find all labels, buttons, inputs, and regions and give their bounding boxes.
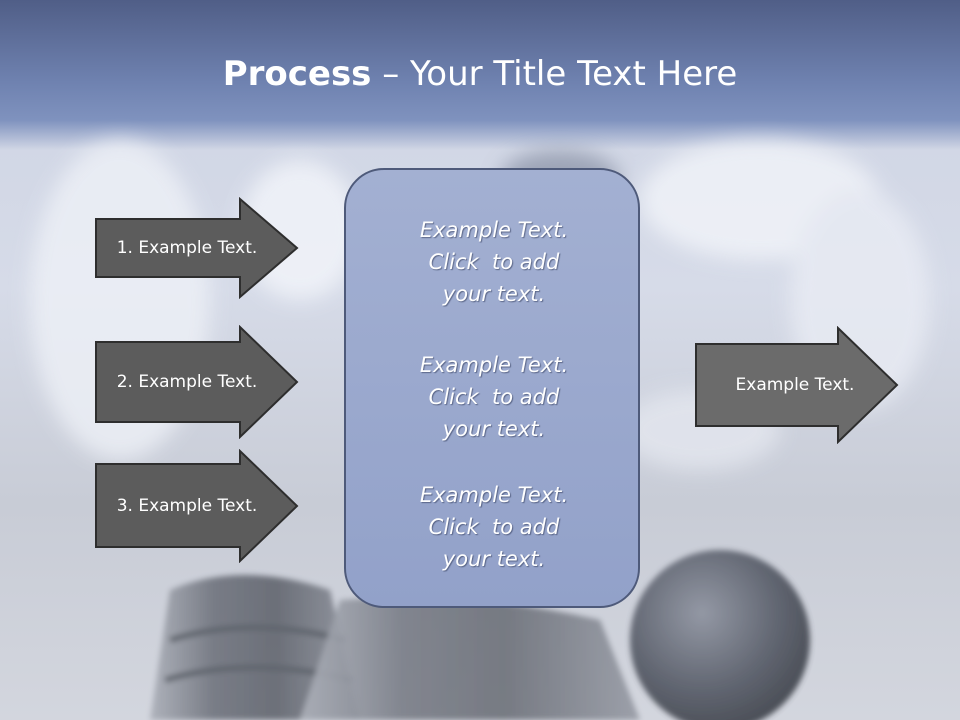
- left-arrow-2[interactable]: 2. Example Text.: [94, 325, 300, 439]
- title-rest: – Your Title Text Here: [371, 54, 738, 94]
- right-arrow-shape-icon: [695, 326, 899, 444]
- left-arrow-2-label: 2. Example Text.: [116, 372, 258, 392]
- left-arrow-1[interactable]: 1. Example Text.: [94, 197, 300, 299]
- slide-title: Process – Your Title Text Here: [0, 50, 960, 98]
- panel-block-2-line-2: Click to add: [428, 385, 560, 409]
- panel-block-2-line-3: your text.: [442, 417, 546, 441]
- left-arrow-3-label: 3. Example Text.: [116, 496, 258, 516]
- panel-block-1-line-2: Click to add: [428, 250, 560, 274]
- center-text-panel[interactable]: Example Text. Click to add your text. Ex…: [344, 168, 640, 608]
- panel-block-2-line-1: Example Text.: [419, 353, 569, 377]
- right-arrow-shape-icon: [95, 449, 299, 563]
- left-arrow-3[interactable]: 3. Example Text.: [94, 449, 300, 563]
- title-band: [0, 0, 960, 150]
- title-bold: Process: [222, 54, 372, 94]
- right-output-arrow[interactable]: Example Text.: [694, 326, 900, 444]
- right-arrow-label: Example Text.: [735, 375, 855, 395]
- panel-block-1-line-1: Example Text.: [419, 218, 569, 242]
- panel-block-1-line-3: your text.: [442, 282, 546, 306]
- panel-block-3-line-1: Example Text.: [419, 483, 569, 507]
- right-arrow-shape-icon: [95, 325, 299, 439]
- panel-text-block-2: Example Text. Click to add your text.: [346, 349, 642, 445]
- panel-block-3-line-3: your text.: [442, 547, 546, 571]
- panel-text-block-3: Example Text. Click to add your text.: [346, 479, 642, 575]
- right-arrow-shape-icon: [95, 197, 299, 299]
- panel-text-block-1: Example Text. Click to add your text.: [346, 214, 642, 310]
- left-arrow-1-label: 1. Example Text.: [116, 238, 258, 258]
- panel-block-3-line-2: Click to add: [428, 515, 560, 539]
